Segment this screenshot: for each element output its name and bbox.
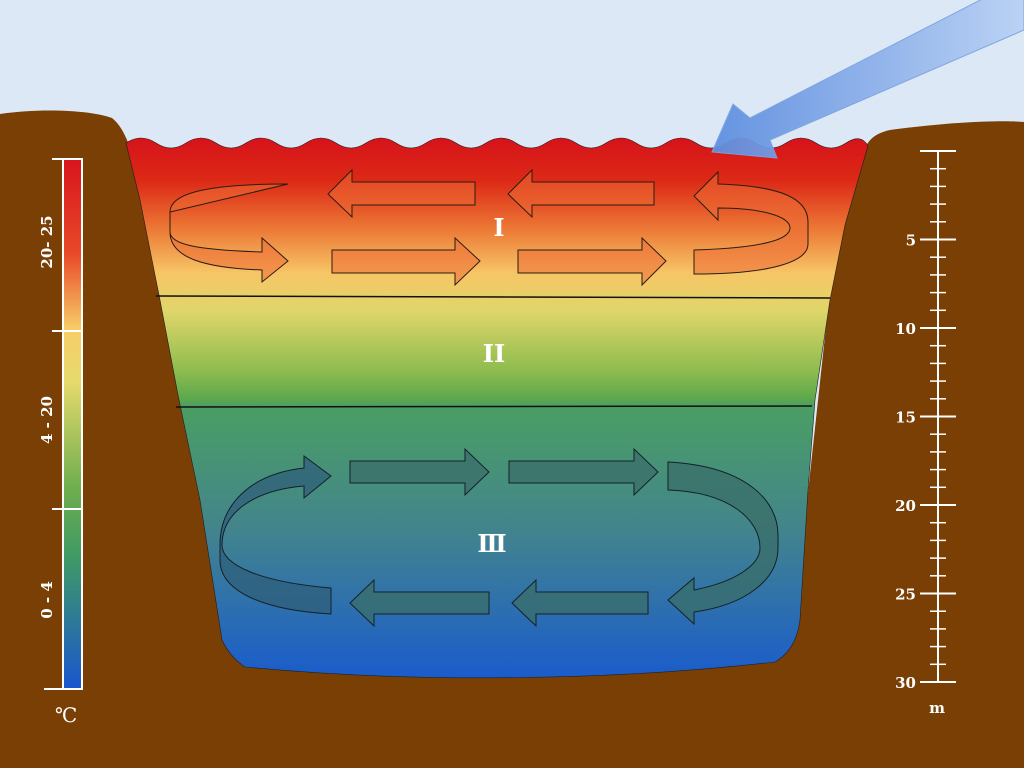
temperature-scale: 20- 25 4 - 20 0 - 4 ℃ xyxy=(38,158,83,727)
depth-tick-label: 30 xyxy=(895,674,916,692)
zone-3-circulation xyxy=(219,447,779,628)
boundary-lower xyxy=(175,405,813,408)
arrow-right-4 xyxy=(508,447,659,497)
depth-tick-label: 15 xyxy=(895,409,916,427)
arrow-right-3 xyxy=(349,447,490,497)
arrow-left-4 xyxy=(511,578,649,628)
zone-3-label: Ⅲ xyxy=(477,529,506,558)
arrow-left-1 xyxy=(327,168,476,219)
temperature-unit: ℃ xyxy=(55,703,77,727)
boundary-upper xyxy=(155,295,831,299)
depth-unit: m xyxy=(929,699,945,717)
temp-range-label-warm: 20- 25 xyxy=(38,215,56,268)
curl-lower-left xyxy=(219,455,332,615)
depth-labels: 5 10 15 20 25 30 xyxy=(895,232,916,693)
zone-1-circulation xyxy=(169,168,809,287)
lake-basin-soil xyxy=(0,110,1024,768)
curl-left xyxy=(169,183,289,284)
depth-tick-label: 10 xyxy=(895,320,916,338)
temp-range-label-cold: 0 - 4 xyxy=(38,581,56,619)
depth-scale: 5 10 15 20 25 30 m xyxy=(895,150,956,717)
zone-1-label: I xyxy=(493,213,504,242)
temperature-color-bar xyxy=(62,158,83,690)
zone-2-label: II xyxy=(483,339,505,368)
depth-ticks xyxy=(920,150,956,683)
temp-range-label-mid: 4 - 20 xyxy=(38,396,56,444)
arrow-right-1 xyxy=(331,236,481,287)
depth-tick-label: 5 xyxy=(906,232,916,250)
arrow-right-2 xyxy=(517,236,667,287)
lake-water xyxy=(125,137,869,679)
arrow-left-3 xyxy=(349,578,490,628)
arrow-left-2 xyxy=(507,168,655,219)
curl-lower-right xyxy=(667,461,779,626)
curl-right xyxy=(693,170,809,275)
depth-tick-label: 20 xyxy=(895,497,916,515)
sunlight-arrow xyxy=(711,0,1024,159)
depth-tick-label: 25 xyxy=(895,586,916,604)
